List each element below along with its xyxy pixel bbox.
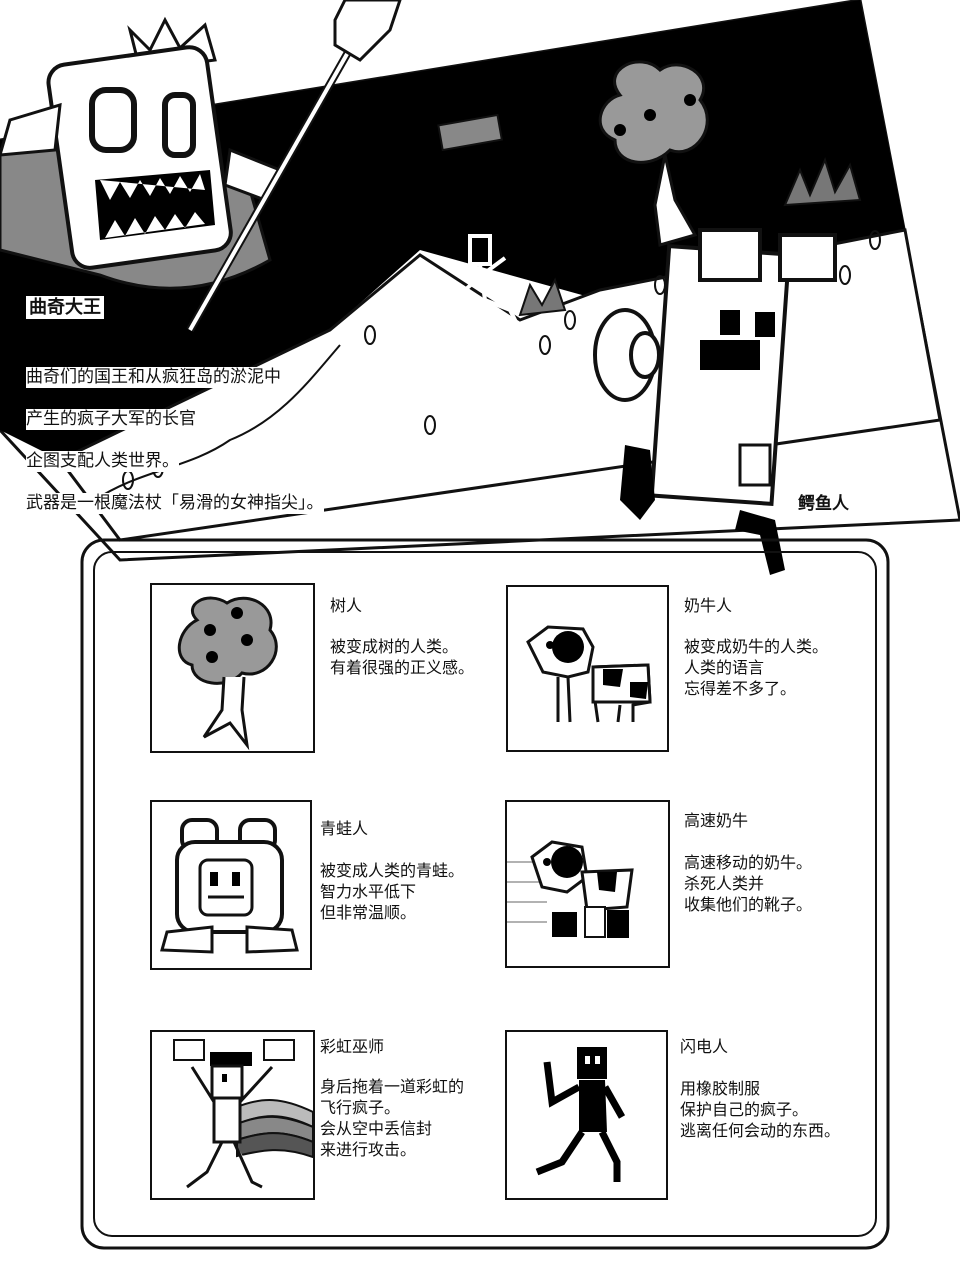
- card-title: 奶牛人: [684, 596, 733, 615]
- rainbow-wizard-icon: [173, 1039, 314, 1189]
- boss-description: 曲奇们的国王和从疯狂岛的淤泥中 产生的疯子大军的长官 企图支配人类世界。 武器是…: [26, 346, 324, 535]
- lightning-man-icon: [535, 1047, 626, 1182]
- card-desc: 被变成人类的青蛙。 智力水平低下 但非常温顺。: [320, 861, 465, 922]
- card-desc: 被变成树的人类。 有着很强的正义感。: [330, 637, 475, 677]
- card-desc: 被变成奶牛的人类。 人类的语言 忘得差不多了。: [684, 637, 829, 698]
- card-title: 彩虹巫师: [320, 1037, 385, 1056]
- crocodile-man-icon: [593, 228, 837, 575]
- card-thumb-tree: [150, 583, 315, 753]
- boss-desc-line: 曲奇们的国王和从疯狂岛的淤泥中: [26, 367, 281, 388]
- cow-icon: [526, 625, 652, 723]
- card-thumb-lightning-man: [505, 1030, 668, 1200]
- card-thumb-cow: [506, 585, 669, 752]
- cookie-king-icon: [0, 0, 402, 332]
- boss-desc-line: 武器是一根魔法杖「易滑的女神指尖」。: [26, 493, 324, 514]
- bg-tree-icon: [598, 60, 709, 247]
- card-title: 闪电人: [680, 1037, 729, 1056]
- tree-icon: [177, 596, 278, 751]
- croc-name: 鳄鱼人: [798, 494, 849, 514]
- card-title: 青蛙人: [320, 819, 369, 838]
- frog-man-icon: [160, 818, 299, 954]
- boss-name: 曲奇大王: [26, 296, 104, 319]
- boss-desc-line: 企图支配人类世界。: [26, 451, 179, 472]
- speed-cow-icon: [507, 840, 634, 938]
- card-desc: 用橡胶制服 保护自己的疯子。 逃离任何会动的东西。: [680, 1079, 841, 1140]
- card-desc: 高速移动的奶牛。 杀死人类并 收集他们的靴子。: [684, 853, 813, 914]
- boss-desc-line: 产生的疯子大军的长官: [26, 409, 196, 430]
- small-runner-icon: [463, 234, 522, 331]
- card-title: 高速奶牛: [684, 811, 749, 830]
- card-title: 树人: [330, 596, 363, 615]
- card-thumb-speed-cow: [505, 800, 670, 968]
- card-thumb-rainbow-wizard: [150, 1030, 315, 1200]
- card-thumb-frog: [150, 800, 312, 970]
- card-desc: 身后拖着一道彩虹的 飞行疯子。 会从空中丢信封 来进行攻击。: [320, 1077, 465, 1159]
